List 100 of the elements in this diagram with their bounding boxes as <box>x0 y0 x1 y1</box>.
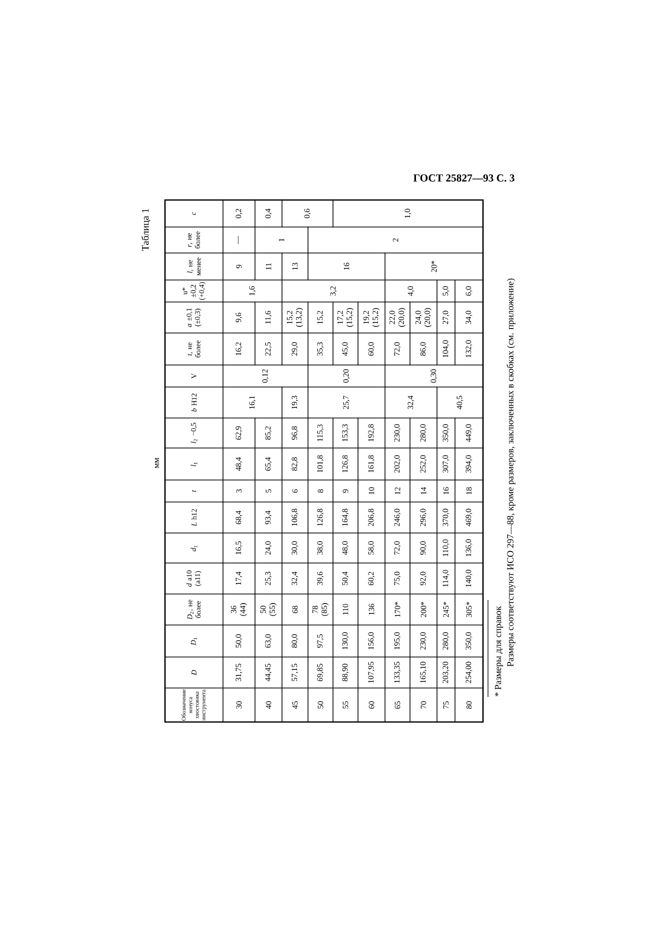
table-cell: 305* <box>454 594 484 626</box>
table-cell: 92,0 <box>410 562 438 594</box>
table-cell: 38,0 <box>308 532 334 564</box>
table-cell: 0,2 <box>222 200 256 228</box>
table-cell: 60,2 <box>358 562 386 594</box>
table-cell: 11 <box>254 252 282 280</box>
table-cell: 153,3 <box>332 418 358 448</box>
page-header: ГОСТ 25827—93 С. 3 <box>413 174 514 182</box>
table-cell: 88,90 <box>332 656 358 688</box>
table-cell: 30 <box>222 688 256 722</box>
table-cell: 2 <box>308 226 484 254</box>
table-cell: 5 <box>254 480 282 502</box>
table-cell: 30,0 <box>282 532 308 564</box>
table-cell: 9,6 <box>222 302 256 334</box>
table-cell: 82,8 <box>282 448 308 480</box>
table-cell: 29,0 <box>282 332 308 366</box>
table-cell: 39,6 <box>308 562 334 594</box>
table-cell: 69,85 <box>308 656 334 688</box>
table-cell: 4,0 <box>384 280 438 302</box>
table-cell: 10 <box>358 480 386 502</box>
table-cell: 48,0 <box>332 532 358 564</box>
table-cell: 16,1 <box>222 386 282 418</box>
table-cell: 165,10 <box>410 656 438 688</box>
table-cell: 1,6 <box>222 280 282 302</box>
table-cell: 25,3 <box>254 562 282 594</box>
table-cell: 65,4 <box>254 448 282 480</box>
table-cell: 60,0 <box>358 332 386 366</box>
table-cell: 97,5 <box>308 624 334 658</box>
table-cell: 62,9 <box>222 418 256 448</box>
table-cell: 394,0 <box>454 448 484 480</box>
table-cell: 15,2 <box>308 302 334 334</box>
table-cell: 70 <box>410 688 438 722</box>
table-cell: 280,0 <box>410 418 438 448</box>
table-cell: 230,0 <box>384 418 410 448</box>
table-cell: 0,20 <box>308 364 386 388</box>
table-cell: 0,6 <box>282 200 334 228</box>
table-cell: 45,0 <box>332 332 358 366</box>
table-cell: 132,0 <box>454 332 484 366</box>
table-cell: 254,00 <box>454 656 484 688</box>
table-cell: 96,8 <box>282 418 308 448</box>
table-cell: 36 (44) <box>222 594 256 626</box>
table-cell: 13 <box>282 252 308 280</box>
table-cell: 50,4 <box>332 562 358 594</box>
table-cell: 101,8 <box>308 448 334 480</box>
table-cell: 136 <box>358 594 386 626</box>
table-cell: 22,5 <box>254 332 282 366</box>
table-cell: 55 <box>332 688 358 722</box>
table-cell: 75 <box>436 688 456 722</box>
footnote: Размеры соответствуют ИСО 297—88, кроме размеров, заключенных в скобках (см. приложение) <box>506 278 516 666</box>
table-cell: 80,0 <box>282 624 308 658</box>
table-cell: 8 <box>308 480 334 502</box>
table-cell: 245* <box>436 594 456 626</box>
table-cell: 140,0 <box>454 562 484 594</box>
table-cell: 17,2 (15,2) <box>332 302 358 334</box>
table-cell: 1,0 <box>332 200 484 228</box>
table-cell: 192,8 <box>358 418 386 448</box>
table-cell: 85,2 <box>254 418 282 448</box>
table-cell: 9 <box>222 252 256 280</box>
table-cell: 0,4 <box>254 200 282 228</box>
table-cell: 24,0 <box>254 532 282 564</box>
footnote: * Размеры для справок <box>494 606 504 696</box>
table-cell: 0,30 <box>384 364 484 388</box>
table-cell: 280,0 <box>436 624 456 658</box>
table-cell: 93,4 <box>254 502 282 534</box>
table-cell: 15,2 (13,2) <box>282 302 308 334</box>
table-cell: 350,0 <box>436 418 456 448</box>
table-cell: 114,0 <box>436 562 456 594</box>
table-cell: 296,0 <box>410 502 438 534</box>
table-cell: 9 <box>332 480 358 502</box>
table-cell: — <box>222 226 256 254</box>
table-cell: 350,0 <box>454 624 484 658</box>
table-cell: 86,0 <box>410 332 438 366</box>
table-cell: 307,0 <box>436 448 456 480</box>
table-cell: 16,5 <box>222 532 256 564</box>
table-cell: 20* <box>384 252 484 280</box>
table-cell: 31,75 <box>222 656 256 688</box>
table-cell: 107,95 <box>358 656 386 688</box>
table-cell: 206,8 <box>358 502 386 534</box>
table-cell: 17,4 <box>222 562 256 594</box>
table-cell: 65 <box>384 688 410 722</box>
table-cell: 40 <box>254 688 282 722</box>
table-cell: 19,2 (15,2) <box>358 302 386 334</box>
table-cell: 16 <box>308 252 386 280</box>
table-title: Таблица 1 <box>141 208 151 251</box>
table-cell: 106,8 <box>282 502 308 534</box>
table-cell: 32,4 <box>282 562 308 594</box>
table-cell: 200* <box>410 594 438 626</box>
table-cell: 25,7 <box>308 386 386 418</box>
table-cell: 126,8 <box>332 448 358 480</box>
table-cell: 6 <box>282 480 308 502</box>
table-cell: 19,3 <box>282 386 308 418</box>
table-cell: 115,3 <box>308 418 334 448</box>
table-cell: 40,5 <box>436 386 484 418</box>
table-cell: 72,0 <box>384 532 410 564</box>
table-cell: 48,4 <box>222 448 256 480</box>
table-cell: 14 <box>410 480 438 502</box>
table-cell: 32,4 <box>384 386 438 418</box>
table-cell: 110,0 <box>436 532 456 564</box>
table-cell: 27,0 <box>436 302 456 334</box>
table-cell: 195,0 <box>384 624 410 658</box>
